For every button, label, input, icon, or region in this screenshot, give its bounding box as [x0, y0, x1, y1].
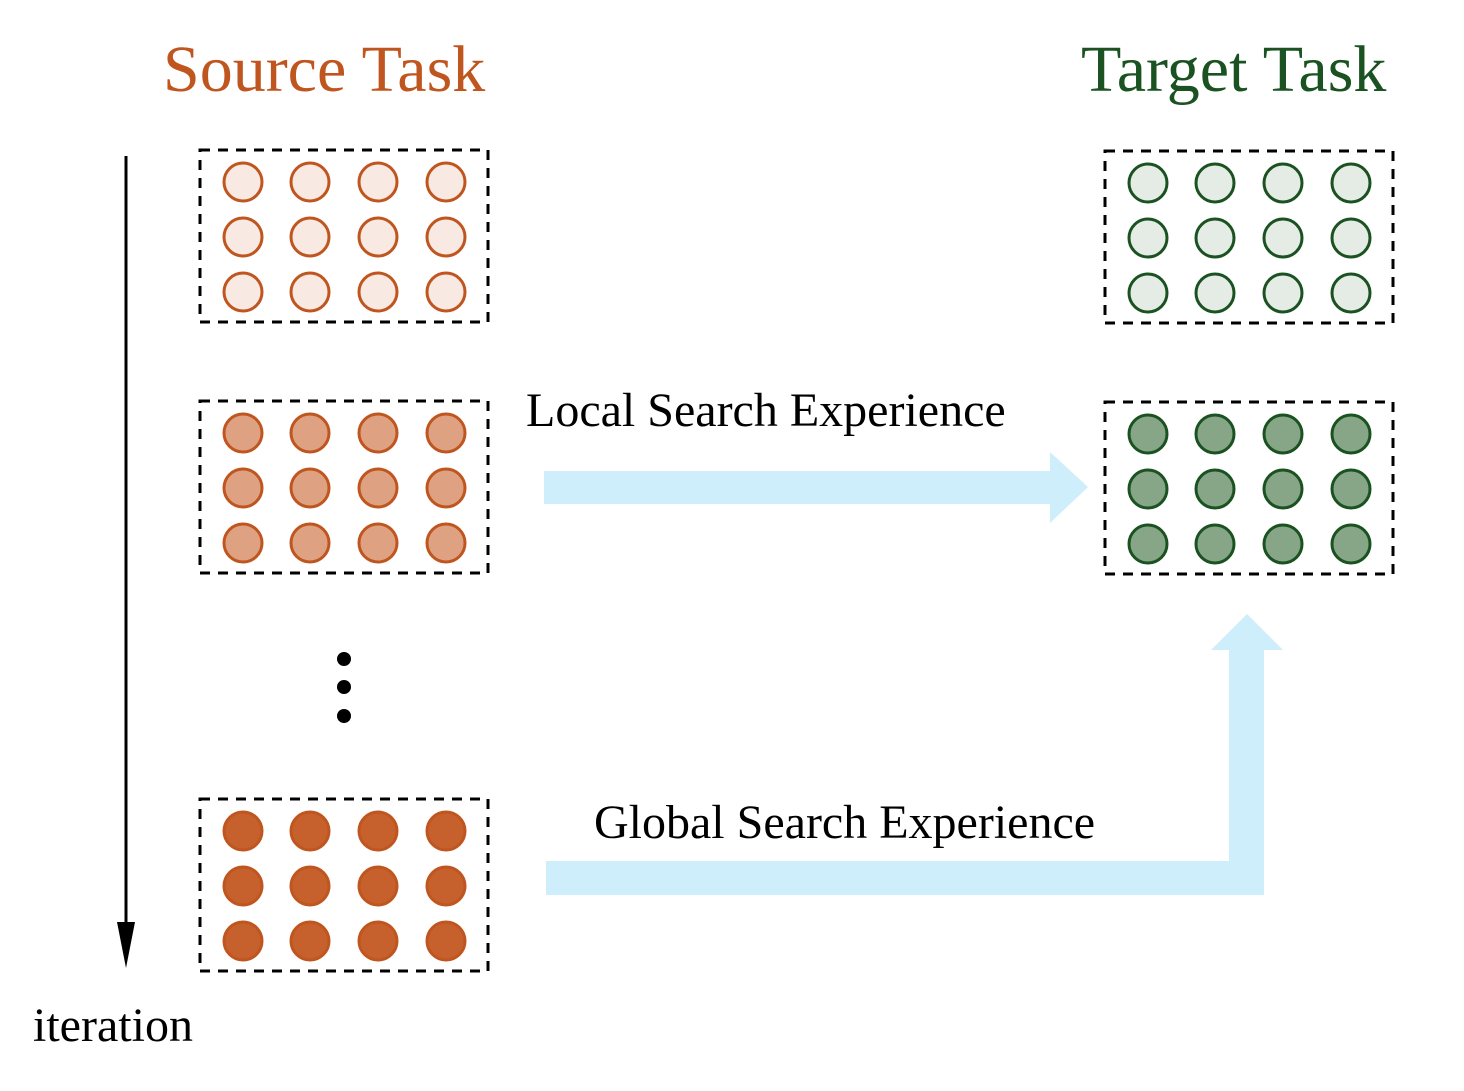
node-circle — [1330, 413, 1372, 455]
node-circle — [289, 216, 331, 258]
node-circle — [1127, 523, 1169, 565]
target-task-title: Target Task — [1081, 33, 1387, 106]
node-circle — [357, 467, 399, 509]
dashed-border — [198, 399, 490, 575]
ellipsis-dot — [337, 680, 351, 694]
node-circle — [1262, 413, 1304, 455]
node-circle — [1330, 272, 1372, 314]
node-circle — [1194, 272, 1236, 314]
target-grid-updated — [1103, 400, 1395, 576]
node-circle — [425, 216, 467, 258]
ellipsis-dots — [337, 652, 351, 723]
node-circle — [357, 161, 399, 203]
local-arrow-shaft — [544, 471, 1052, 504]
node-circle — [1330, 162, 1372, 204]
node-circle — [222, 412, 264, 454]
node-circle — [1262, 162, 1304, 204]
global-search-arrow — [546, 614, 1283, 895]
node-circle — [1262, 523, 1304, 565]
arrowhead-right-icon — [1050, 452, 1088, 523]
node-circle — [1194, 162, 1236, 204]
arrowhead-down-icon — [117, 922, 135, 968]
node-circle — [222, 271, 264, 313]
node-circle — [1127, 413, 1169, 455]
iteration-axis — [117, 156, 135, 968]
node-circle — [1330, 523, 1372, 565]
node-circle — [357, 920, 399, 962]
node-circle — [357, 810, 399, 852]
node-circle — [289, 467, 331, 509]
node-circle — [357, 412, 399, 454]
target-grid-initial — [1103, 149, 1395, 325]
node-circle — [425, 412, 467, 454]
node-circle — [222, 522, 264, 564]
node-circle — [1330, 468, 1372, 510]
node-circle — [222, 467, 264, 509]
node-circle — [425, 920, 467, 962]
node-circle — [289, 865, 331, 907]
node-circle — [222, 810, 264, 852]
local-search-arrow — [544, 452, 1088, 523]
node-circle — [425, 522, 467, 564]
node-circle — [1262, 468, 1304, 510]
node-circle — [425, 810, 467, 852]
dashed-border — [198, 148, 490, 324]
local-search-label: Local Search Experience — [526, 384, 1006, 437]
node-circle — [289, 522, 331, 564]
node-circle — [1194, 523, 1236, 565]
node-circle — [222, 865, 264, 907]
node-circle — [1330, 217, 1372, 259]
global-arrow-shaft-vertical — [1229, 648, 1264, 895]
node-circle — [1194, 468, 1236, 510]
global-arrow-shaft-horizontal — [546, 861, 1264, 895]
node-circle — [1127, 468, 1169, 510]
node-circle — [425, 865, 467, 907]
node-circle — [357, 216, 399, 258]
dashed-border — [198, 797, 490, 973]
node-circle — [289, 412, 331, 454]
source-grid-middle — [198, 399, 490, 575]
node-circle — [1127, 272, 1169, 314]
node-circle — [289, 271, 331, 313]
node-circle — [1127, 217, 1169, 259]
dashed-border — [1103, 149, 1395, 325]
source-task-title: Source Task — [163, 33, 486, 106]
ellipsis-dot — [337, 709, 351, 723]
node-circle — [1262, 217, 1304, 259]
source-grid-initial — [198, 148, 490, 324]
node-circle — [425, 161, 467, 203]
global-search-label: Global Search Experience — [594, 796, 1096, 849]
node-circle — [357, 522, 399, 564]
node-circle — [222, 216, 264, 258]
node-circle — [425, 271, 467, 313]
node-circle — [1262, 272, 1304, 314]
node-circle — [357, 865, 399, 907]
node-circle — [357, 271, 399, 313]
node-circle — [289, 810, 331, 852]
node-circle — [289, 920, 331, 962]
dashed-border — [1103, 400, 1395, 576]
node-circle — [1194, 413, 1236, 455]
node-circle — [222, 161, 264, 203]
ellipsis-dot — [337, 652, 351, 666]
node-circle — [1127, 162, 1169, 204]
source-grid-final — [198, 797, 490, 973]
node-circle — [289, 161, 331, 203]
iteration-label: iteration — [33, 999, 193, 1052]
node-circle — [1194, 217, 1236, 259]
node-circle — [222, 920, 264, 962]
grids-layer — [198, 148, 1395, 973]
node-circle — [425, 467, 467, 509]
arrowhead-up-icon — [1211, 614, 1283, 650]
